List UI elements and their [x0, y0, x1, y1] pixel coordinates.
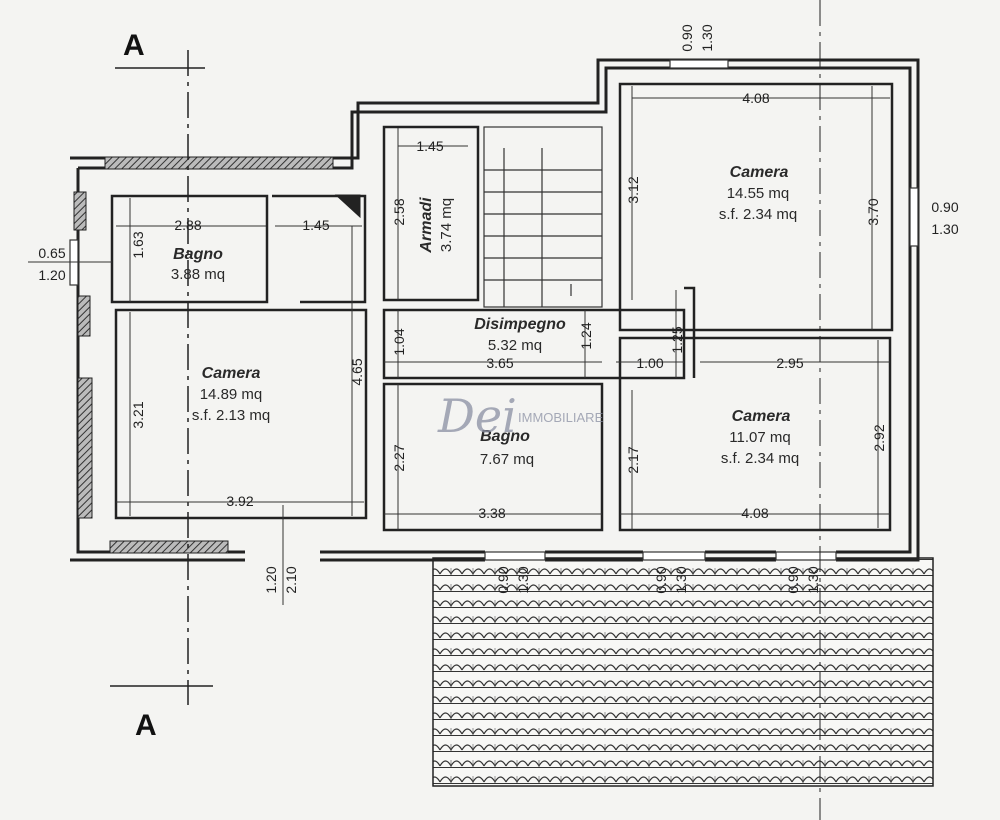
dimension-label: 1.30	[699, 24, 715, 51]
dimension-label: 2.92	[871, 424, 887, 451]
dimension-label: 4.08	[741, 505, 768, 521]
room-bagno-small: Bagno 3.88 mq	[171, 246, 225, 283]
dimension-label: 1.30	[673, 566, 689, 593]
room-name: Camera	[730, 164, 789, 181]
dimension-label: 2.88	[174, 217, 201, 233]
dimension-label: 1.20	[263, 566, 279, 593]
room-disimpegno: Disimpegno 5.32 mq	[474, 316, 566, 354]
room-name: Bagno	[173, 246, 223, 263]
section-line	[110, 0, 821, 820]
dimension-label: 4.65	[349, 358, 365, 385]
dimension-label: 2.95	[776, 355, 803, 371]
room-area: 3.74 mq	[438, 198, 455, 252]
dimension-label: 1.20	[38, 267, 65, 283]
watermark-brand: Dei	[437, 389, 517, 443]
dimension-label: 0.65	[38, 245, 65, 261]
room-name: Armadi	[418, 197, 435, 254]
dimension-label: 1.04	[391, 328, 407, 355]
dimension-label: 3.65	[486, 355, 513, 371]
room-name: Camera	[202, 365, 261, 382]
room-bagno-large: Bagno 7.67 mq	[480, 428, 534, 468]
dimension-label: 1.25	[669, 326, 685, 353]
dimension-label: 0.90	[931, 199, 958, 215]
watermark-sub: IMMOBILIARE	[518, 410, 604, 425]
dimension-label: 1.45	[302, 217, 329, 233]
section-label-top: A	[123, 29, 145, 62]
dimension-label: 2.27	[391, 444, 407, 471]
dimension-label: 0.90	[785, 566, 801, 593]
room-area: 14.55 mq	[727, 185, 790, 202]
room-name: Bagno	[480, 428, 530, 445]
room-camera-bottom-right: Camera 11.07 mq s.f. 2.34 mq	[721, 408, 799, 467]
dimension-label: 1.00	[636, 355, 663, 371]
dimension-label: 1.30	[805, 566, 821, 593]
dimension-label: 1.30	[931, 221, 958, 237]
dimension-label: 3.21	[130, 401, 146, 428]
section-label-bottom: A	[135, 709, 157, 742]
dimension-label: 3.38	[478, 505, 505, 521]
dimension-label: 1.45	[416, 138, 443, 154]
room-sf: s.f. 2.34 mq	[719, 206, 797, 223]
room-area: 3.88 mq	[171, 266, 225, 283]
room-sf: s.f. 2.13 mq	[192, 407, 270, 424]
dimension-label: 0.90	[495, 566, 511, 593]
dimension-label: 2.17	[625, 446, 641, 473]
dimension-labels: 2.88 1.63 1.45 1.45 2.58 0.65 1.20 3.21 …	[38, 24, 958, 593]
dimension-label: 3.92	[226, 493, 253, 509]
outer-walls	[70, 58, 920, 562]
room-area: 5.32 mq	[488, 337, 542, 354]
dimension-label: 1.63	[130, 231, 146, 258]
dimension-label: 1.30	[515, 566, 531, 593]
room-area: 7.67 mq	[480, 451, 534, 468]
dimension-lines	[28, 86, 890, 605]
roof-terrace	[432, 557, 934, 787]
dimension-label: 0.90	[653, 566, 669, 593]
room-area: 11.07 mq	[729, 429, 790, 446]
room-sf: s.f. 2.34 mq	[721, 450, 799, 467]
room-name: Camera	[732, 408, 791, 425]
interior-walls	[110, 82, 894, 532]
staircase	[483, 126, 603, 308]
dimension-label: 1.24	[578, 322, 594, 349]
dimension-label: 4.08	[742, 90, 769, 106]
room-armadi: Armadi 3.74 mq	[418, 197, 455, 254]
dimension-label: 3.12	[625, 176, 641, 203]
hatched-walls	[73, 156, 361, 554]
dimension-label: 2.58	[391, 198, 407, 225]
dimension-label: 0.90	[679, 24, 695, 51]
room-camera-top-right: Camera 14.55 mq s.f. 2.34 mq	[719, 164, 797, 223]
room-area: 14.89 mq	[200, 386, 263, 403]
dimension-label: 2.10	[283, 566, 299, 593]
room-name: Disimpegno	[474, 316, 566, 333]
dimension-label: 3.70	[865, 198, 881, 225]
watermark-logo: Dei IMMOBILIARE	[437, 389, 604, 443]
room-camera-left: Camera 14.89 mq s.f. 2.13 mq	[192, 365, 270, 424]
